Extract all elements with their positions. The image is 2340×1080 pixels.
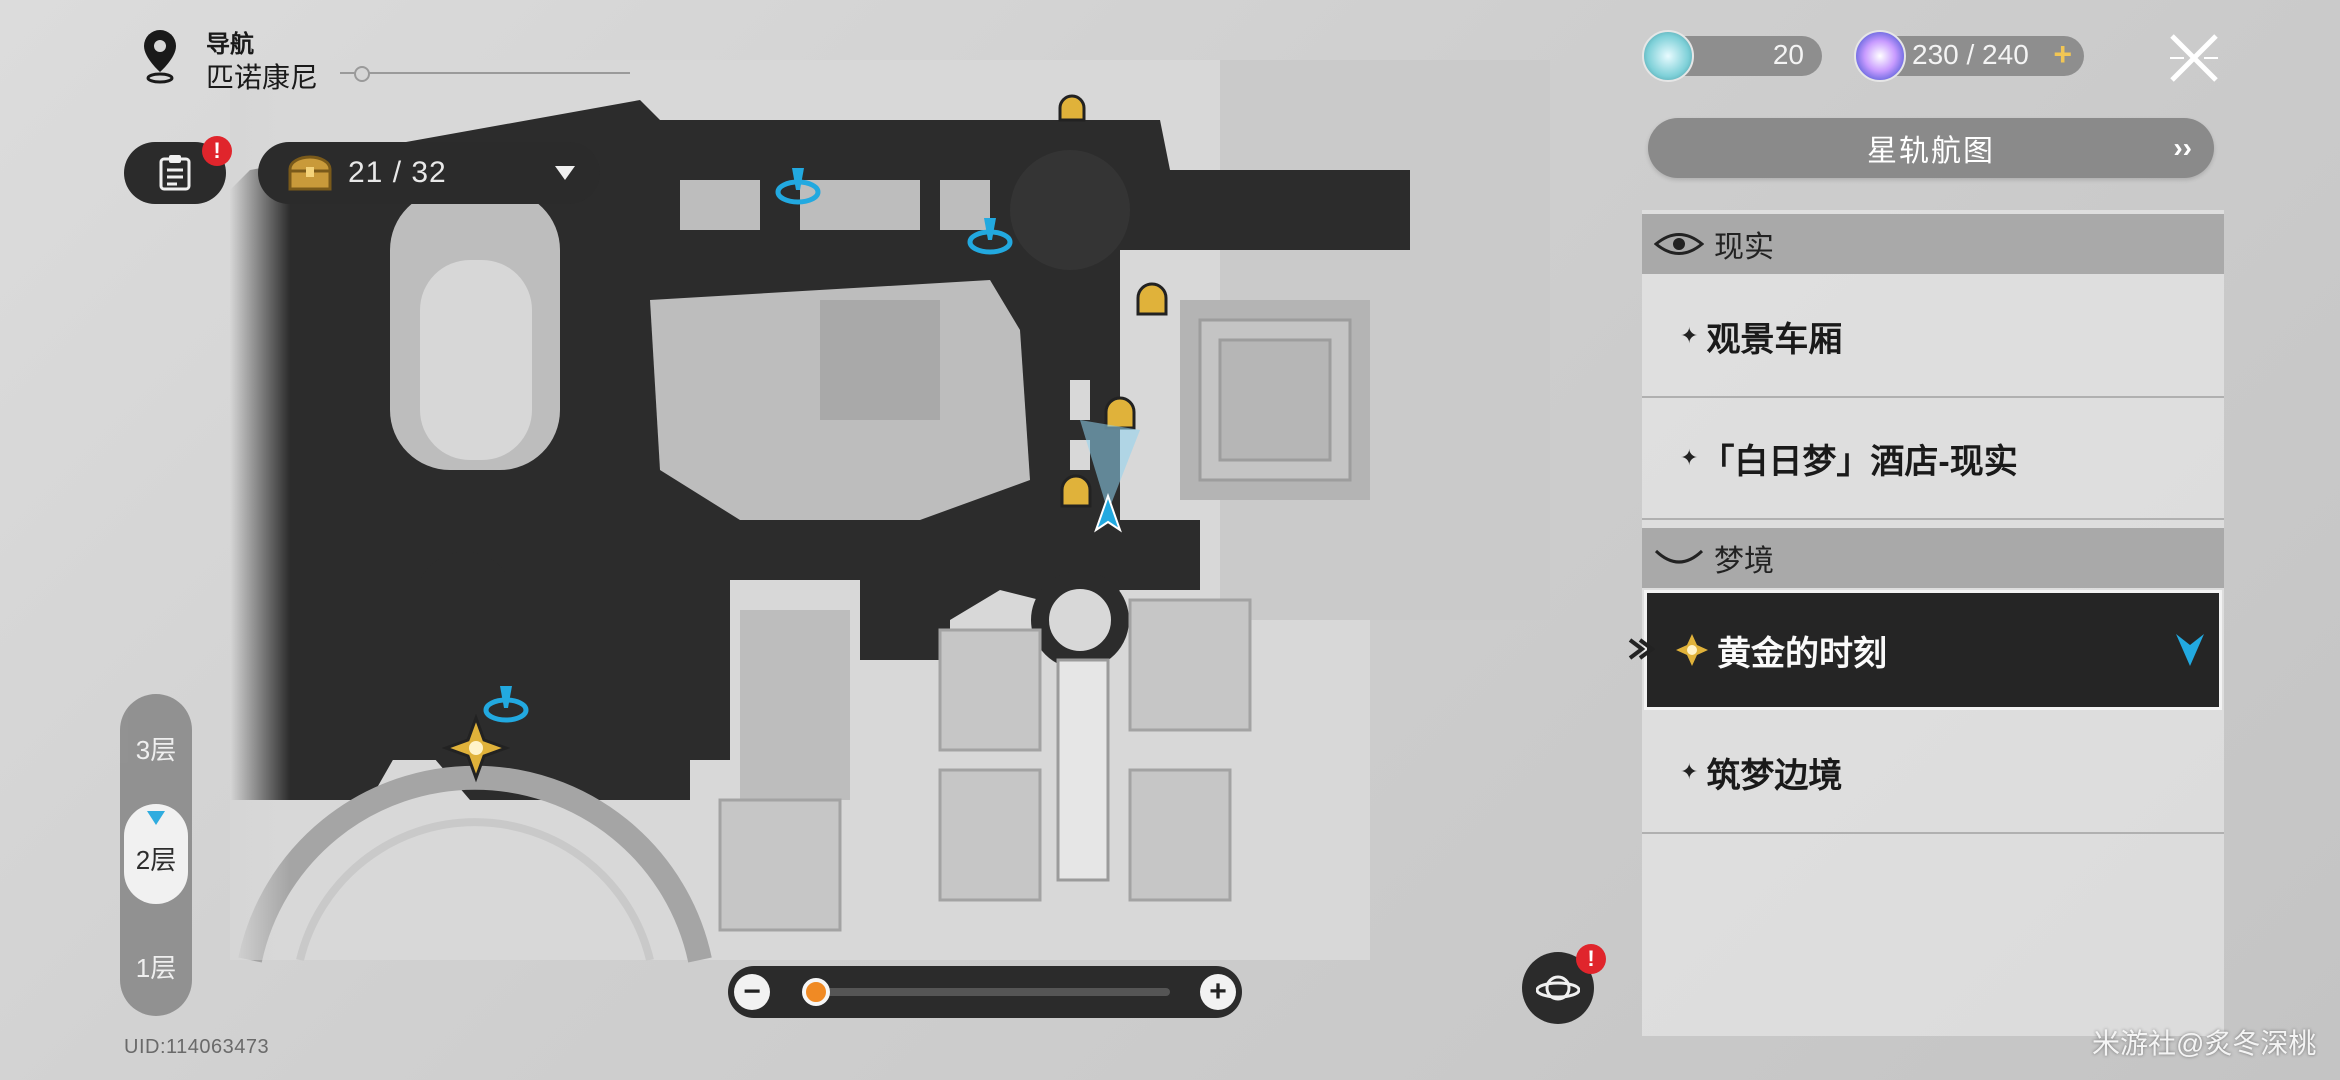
teleport-waypoint-icon[interactable]	[775, 168, 821, 205]
map-fog	[230, 60, 290, 960]
vendor-bell-icon[interactable]	[1104, 396, 1136, 430]
treasure-chest-count: 21 / 32	[348, 156, 447, 189]
star-rail-map-button[interactable]: 星轨航图 ››	[1648, 118, 2214, 178]
list-item-hotel-reality[interactable]: ✦ 「白日梦」酒店-现实	[1642, 398, 2224, 520]
list-item-observation-car[interactable]: ✦ 观景车厢	[1642, 276, 2224, 398]
list-item-dream-edge[interactable]: ✦ 筑梦边境	[1642, 712, 2224, 834]
quest-alert-badge: !	[202, 136, 232, 166]
teleport-waypoint-icon[interactable]	[967, 218, 1013, 255]
space-anchor-icon	[1676, 634, 1708, 666]
eye-icon	[1654, 233, 1704, 255]
list-item-golden-hour[interactable]: 黄金的时刻	[1644, 590, 2222, 710]
zoom-slider-track[interactable]	[826, 988, 1170, 996]
clipboard-icon	[159, 155, 191, 191]
list-item-label: 黄金的时刻	[1717, 634, 1887, 673]
map-arched-hall	[420, 551, 510, 720]
map-interior	[390, 180, 1370, 520]
list-item-label: 「白日梦」酒店-现实	[1700, 442, 2018, 481]
section-reality-label: 现实	[1714, 231, 1774, 264]
list-item-label: 筑梦边境	[1706, 756, 1843, 795]
fuel-icon	[1642, 30, 1694, 82]
player-uid: UID:114063473	[124, 1036, 270, 1058]
trailblaze-power-amount: 230 / 240	[1912, 39, 2029, 70]
player-view-cone	[1080, 420, 1140, 512]
watermark: 米游社@炙冬深桃	[2092, 1028, 2317, 1059]
sparkle-icon: ✦	[1680, 323, 1699, 348]
zoom-slider-handle[interactable]	[802, 978, 830, 1006]
sparkle-icon: ✦	[1680, 759, 1699, 784]
zoom-in-button[interactable]: +	[1200, 974, 1236, 1010]
close-icon[interactable]	[2166, 30, 2222, 86]
map-round-room	[1031, 571, 1129, 669]
map-arc-inner	[296, 818, 654, 961]
vendor-bell-icon[interactable]	[1136, 282, 1168, 316]
chevron-down-icon	[555, 166, 575, 180]
region-list-panel: 现实 ✦ 观景车厢 ✦ 「白日梦」酒店-现实 梦境 黄金的时刻 ✦ 筑梦边境	[1642, 210, 2224, 1036]
nav-divider-dot	[354, 66, 370, 82]
closed-eye-icon	[1654, 549, 1704, 564]
sparkle-icon: ✦	[1680, 445, 1699, 470]
selection-pointer-icon	[1628, 638, 1656, 660]
teleport-waypoint-icon[interactable]	[483, 686, 529, 723]
vendor-bell-icon[interactable]	[1058, 94, 1086, 122]
section-header-dreamscape: 梦境	[1642, 528, 2224, 588]
zoom-out-button[interactable]: −	[734, 974, 770, 1010]
location-pin-icon	[144, 30, 176, 84]
floor-1-button[interactable]: 1层	[135, 953, 177, 983]
space-anchor-icon[interactable]	[441, 713, 511, 783]
map-lower-blocks	[718, 598, 1252, 932]
section-header-reality: 现实	[1642, 214, 2224, 274]
trailblaze-power-icon	[1854, 30, 1906, 82]
floor-selector: 3层 2层 1层	[120, 694, 192, 1016]
current-floor-marker-icon	[147, 811, 165, 825]
nav-label: 导航	[206, 31, 254, 58]
add-power-button[interactable]: +	[2053, 36, 2072, 72]
map-rotunda	[1010, 150, 1130, 270]
section-dreamscape-label: 梦境	[1714, 545, 1774, 578]
player-arrow-icon	[1094, 492, 1122, 533]
star-rail-map-label: 星轨航图	[1867, 135, 1995, 168]
nav-divider	[340, 72, 630, 74]
treasure-chest-icon	[288, 155, 332, 191]
planet-icon	[1536, 975, 1580, 1001]
location-name: 匹诺康尼	[206, 62, 319, 93]
planet-switch-button[interactable]	[1522, 952, 1594, 1024]
planet-alert-badge: !	[1576, 944, 1606, 974]
double-chevron-right-icon: ››	[2173, 132, 2192, 163]
fuel-amount: 20	[1772, 39, 1804, 70]
floor-3-button[interactable]: 3层	[135, 735, 177, 765]
treasure-chest-counter[interactable]: 21 / 32	[258, 142, 600, 204]
list-item-label: 观景车厢	[1706, 320, 1843, 359]
vendor-bell-icon[interactable]	[1060, 474, 1092, 508]
current-location-marker-icon	[2176, 634, 2204, 666]
floor-2-button[interactable]: 2层	[135, 845, 177, 875]
